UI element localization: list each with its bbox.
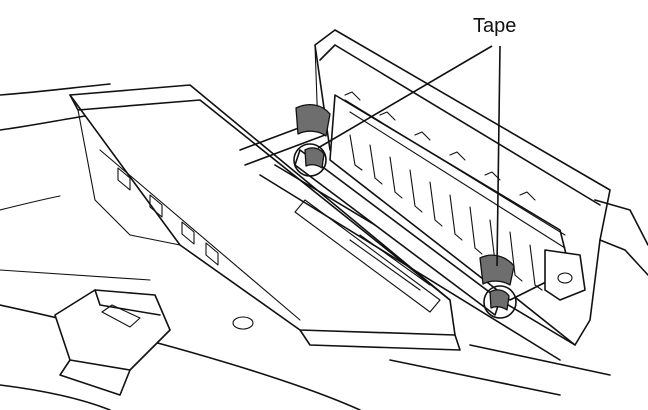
tape-lower	[479, 254, 515, 311]
ribbed-guide	[329, 91, 586, 301]
fuser-cavity	[239, 119, 611, 396]
tape-circle-lower	[483, 285, 517, 319]
leader-line-upper	[317, 45, 493, 149]
paper-feed-handle	[54, 289, 171, 396]
tape-circle-upper	[293, 143, 327, 177]
tape-label: Tape	[473, 15, 516, 37]
tape-upper	[295, 103, 331, 169]
output-tray	[69, 84, 461, 351]
leader-line-lower	[496, 45, 501, 267]
